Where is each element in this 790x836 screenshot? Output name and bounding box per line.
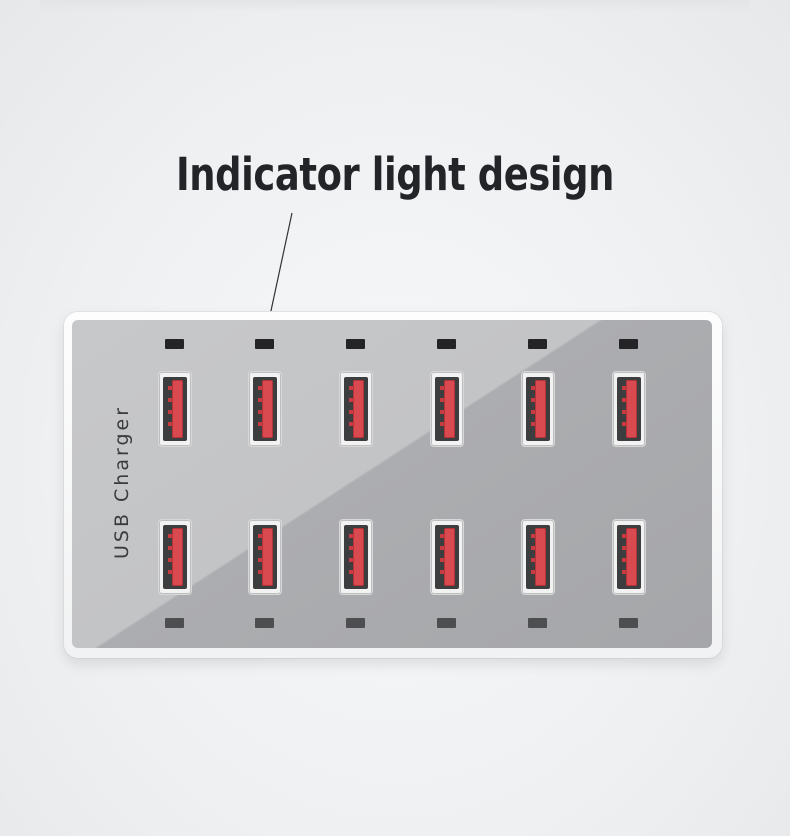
usb-port-pin — [531, 534, 535, 538]
usb-port-tongue — [444, 528, 455, 586]
usb-port-pin — [531, 546, 535, 550]
usb-port — [249, 520, 281, 594]
usb-port-pin — [622, 558, 626, 562]
usb-port-pin — [349, 558, 353, 562]
usb-port-tongue — [535, 380, 546, 438]
usb-port-pin — [258, 558, 262, 562]
headline: Indicator light design — [175, 148, 615, 201]
usb-port — [522, 520, 554, 594]
usb-port-pin — [258, 386, 262, 390]
indicator-light-bottom — [619, 618, 638, 628]
usb-port — [431, 372, 463, 446]
usb-port-tongue — [353, 528, 364, 586]
usb-port-pin — [531, 558, 535, 562]
usb-port-tongue — [172, 528, 183, 586]
usb-port-pin — [168, 558, 172, 562]
usb-port-pin — [258, 570, 262, 574]
usb-port-pin — [258, 546, 262, 550]
usb-port-pin — [622, 386, 626, 390]
usb-port-pin — [622, 546, 626, 550]
indicator-light-bottom — [528, 618, 547, 628]
usb-port-pin — [258, 422, 262, 426]
usb-port-pin — [349, 410, 353, 414]
usb-charger-device — [64, 312, 722, 658]
top-shadow — [40, 0, 750, 12]
usb-port-pin — [622, 534, 626, 538]
usb-port-pin — [531, 398, 535, 402]
usb-port-pin — [622, 410, 626, 414]
usb-port-pin — [168, 546, 172, 550]
usb-port — [159, 520, 191, 594]
usb-port-pin — [168, 534, 172, 538]
usb-port-pin — [440, 386, 444, 390]
usb-port-pin — [440, 558, 444, 562]
usb-port-pin — [531, 422, 535, 426]
usb-port-pin — [440, 534, 444, 538]
usb-port-pin — [168, 398, 172, 402]
usb-port — [522, 372, 554, 446]
usb-port-pin — [349, 546, 353, 550]
usb-port — [249, 372, 281, 446]
usb-port — [613, 372, 645, 446]
usb-port — [340, 372, 372, 446]
usb-port-tongue — [626, 380, 637, 438]
usb-port-pin — [440, 546, 444, 550]
usb-port-pin — [258, 410, 262, 414]
usb-port-pin — [622, 422, 626, 426]
usb-port-pin — [258, 398, 262, 402]
indicator-light-top — [346, 339, 365, 349]
usb-port — [431, 520, 463, 594]
usb-port-pin — [440, 398, 444, 402]
usb-port-pin — [440, 570, 444, 574]
usb-port-tongue — [535, 528, 546, 586]
usb-port — [340, 520, 372, 594]
indicator-light-top — [165, 339, 184, 349]
usb-port — [613, 520, 645, 594]
brand-label: USB Charger — [111, 404, 133, 560]
usb-port-pin — [349, 422, 353, 426]
charger-panel — [72, 320, 712, 648]
usb-port-pin — [168, 386, 172, 390]
indicator-light-top — [437, 339, 456, 349]
indicator-light-bottom — [346, 618, 365, 628]
usb-port-pin — [622, 570, 626, 574]
indicator-light-bottom — [165, 618, 184, 628]
usb-port-pin — [440, 422, 444, 426]
usb-port-tongue — [626, 528, 637, 586]
usb-port-pin — [531, 570, 535, 574]
usb-port-tongue — [262, 380, 273, 438]
usb-port-pin — [168, 570, 172, 574]
usb-port-tongue — [353, 380, 364, 438]
usb-port — [159, 372, 191, 446]
usb-port-pin — [349, 398, 353, 402]
usb-port-pin — [531, 386, 535, 390]
usb-port-pin — [349, 534, 353, 538]
indicator-light-top — [619, 339, 638, 349]
indicator-light-bottom — [255, 618, 274, 628]
usb-port-pin — [349, 570, 353, 574]
usb-port-pin — [440, 410, 444, 414]
usb-port-pin — [349, 386, 353, 390]
usb-port-pin — [531, 410, 535, 414]
usb-port-tongue — [444, 380, 455, 438]
usb-port-pin — [168, 422, 172, 426]
usb-port-tongue — [262, 528, 273, 586]
usb-port-pin — [622, 398, 626, 402]
usb-port-pin — [258, 534, 262, 538]
usb-port-tongue — [172, 380, 183, 438]
indicator-light-bottom — [437, 618, 456, 628]
usb-port-pin — [168, 410, 172, 414]
indicator-light-top — [255, 339, 274, 349]
indicator-light-top — [528, 339, 547, 349]
